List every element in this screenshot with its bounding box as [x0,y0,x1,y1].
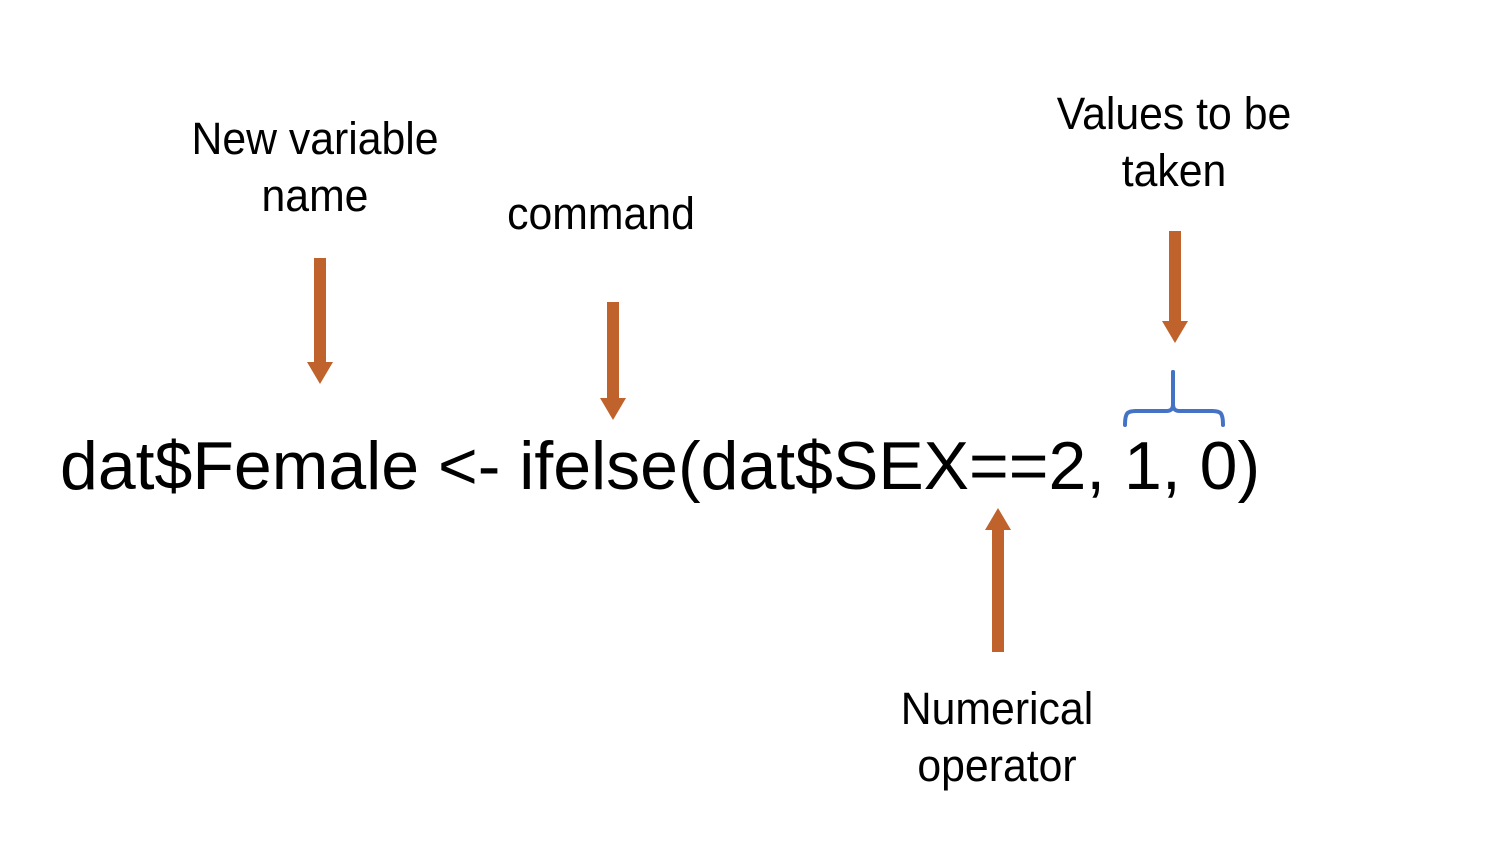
arrow-up-icon [985,508,1011,652]
label-new-variable-name-line1: New variable [191,113,439,164]
arrow-down-icon [307,258,333,384]
r-code-line: dat$Female <- ifelse(dat$SEX==2, 1, 0) [60,428,1261,504]
label-numerical-operator: Numerical operator [798,680,1197,794]
label-command-line1: command [507,188,695,239]
arrow-down-icon [600,302,626,420]
label-command: command [402,185,801,242]
label-new-variable-name-line2: name [261,170,369,222]
label-values-to-be-taken: Values to be taken [975,85,1374,199]
curly-brace-icon [1123,370,1225,427]
label-numerical-operator-line1: Numerical [900,683,1094,734]
label-new-variable-name: New variable name [116,110,515,224]
label-values-to-be-taken-line2: taken [1121,145,1227,197]
label-numerical-operator-line2: operator [917,740,1077,792]
label-values-to-be-taken-line1: Values to be [1056,88,1292,139]
arrow-down-icon [1162,231,1188,343]
